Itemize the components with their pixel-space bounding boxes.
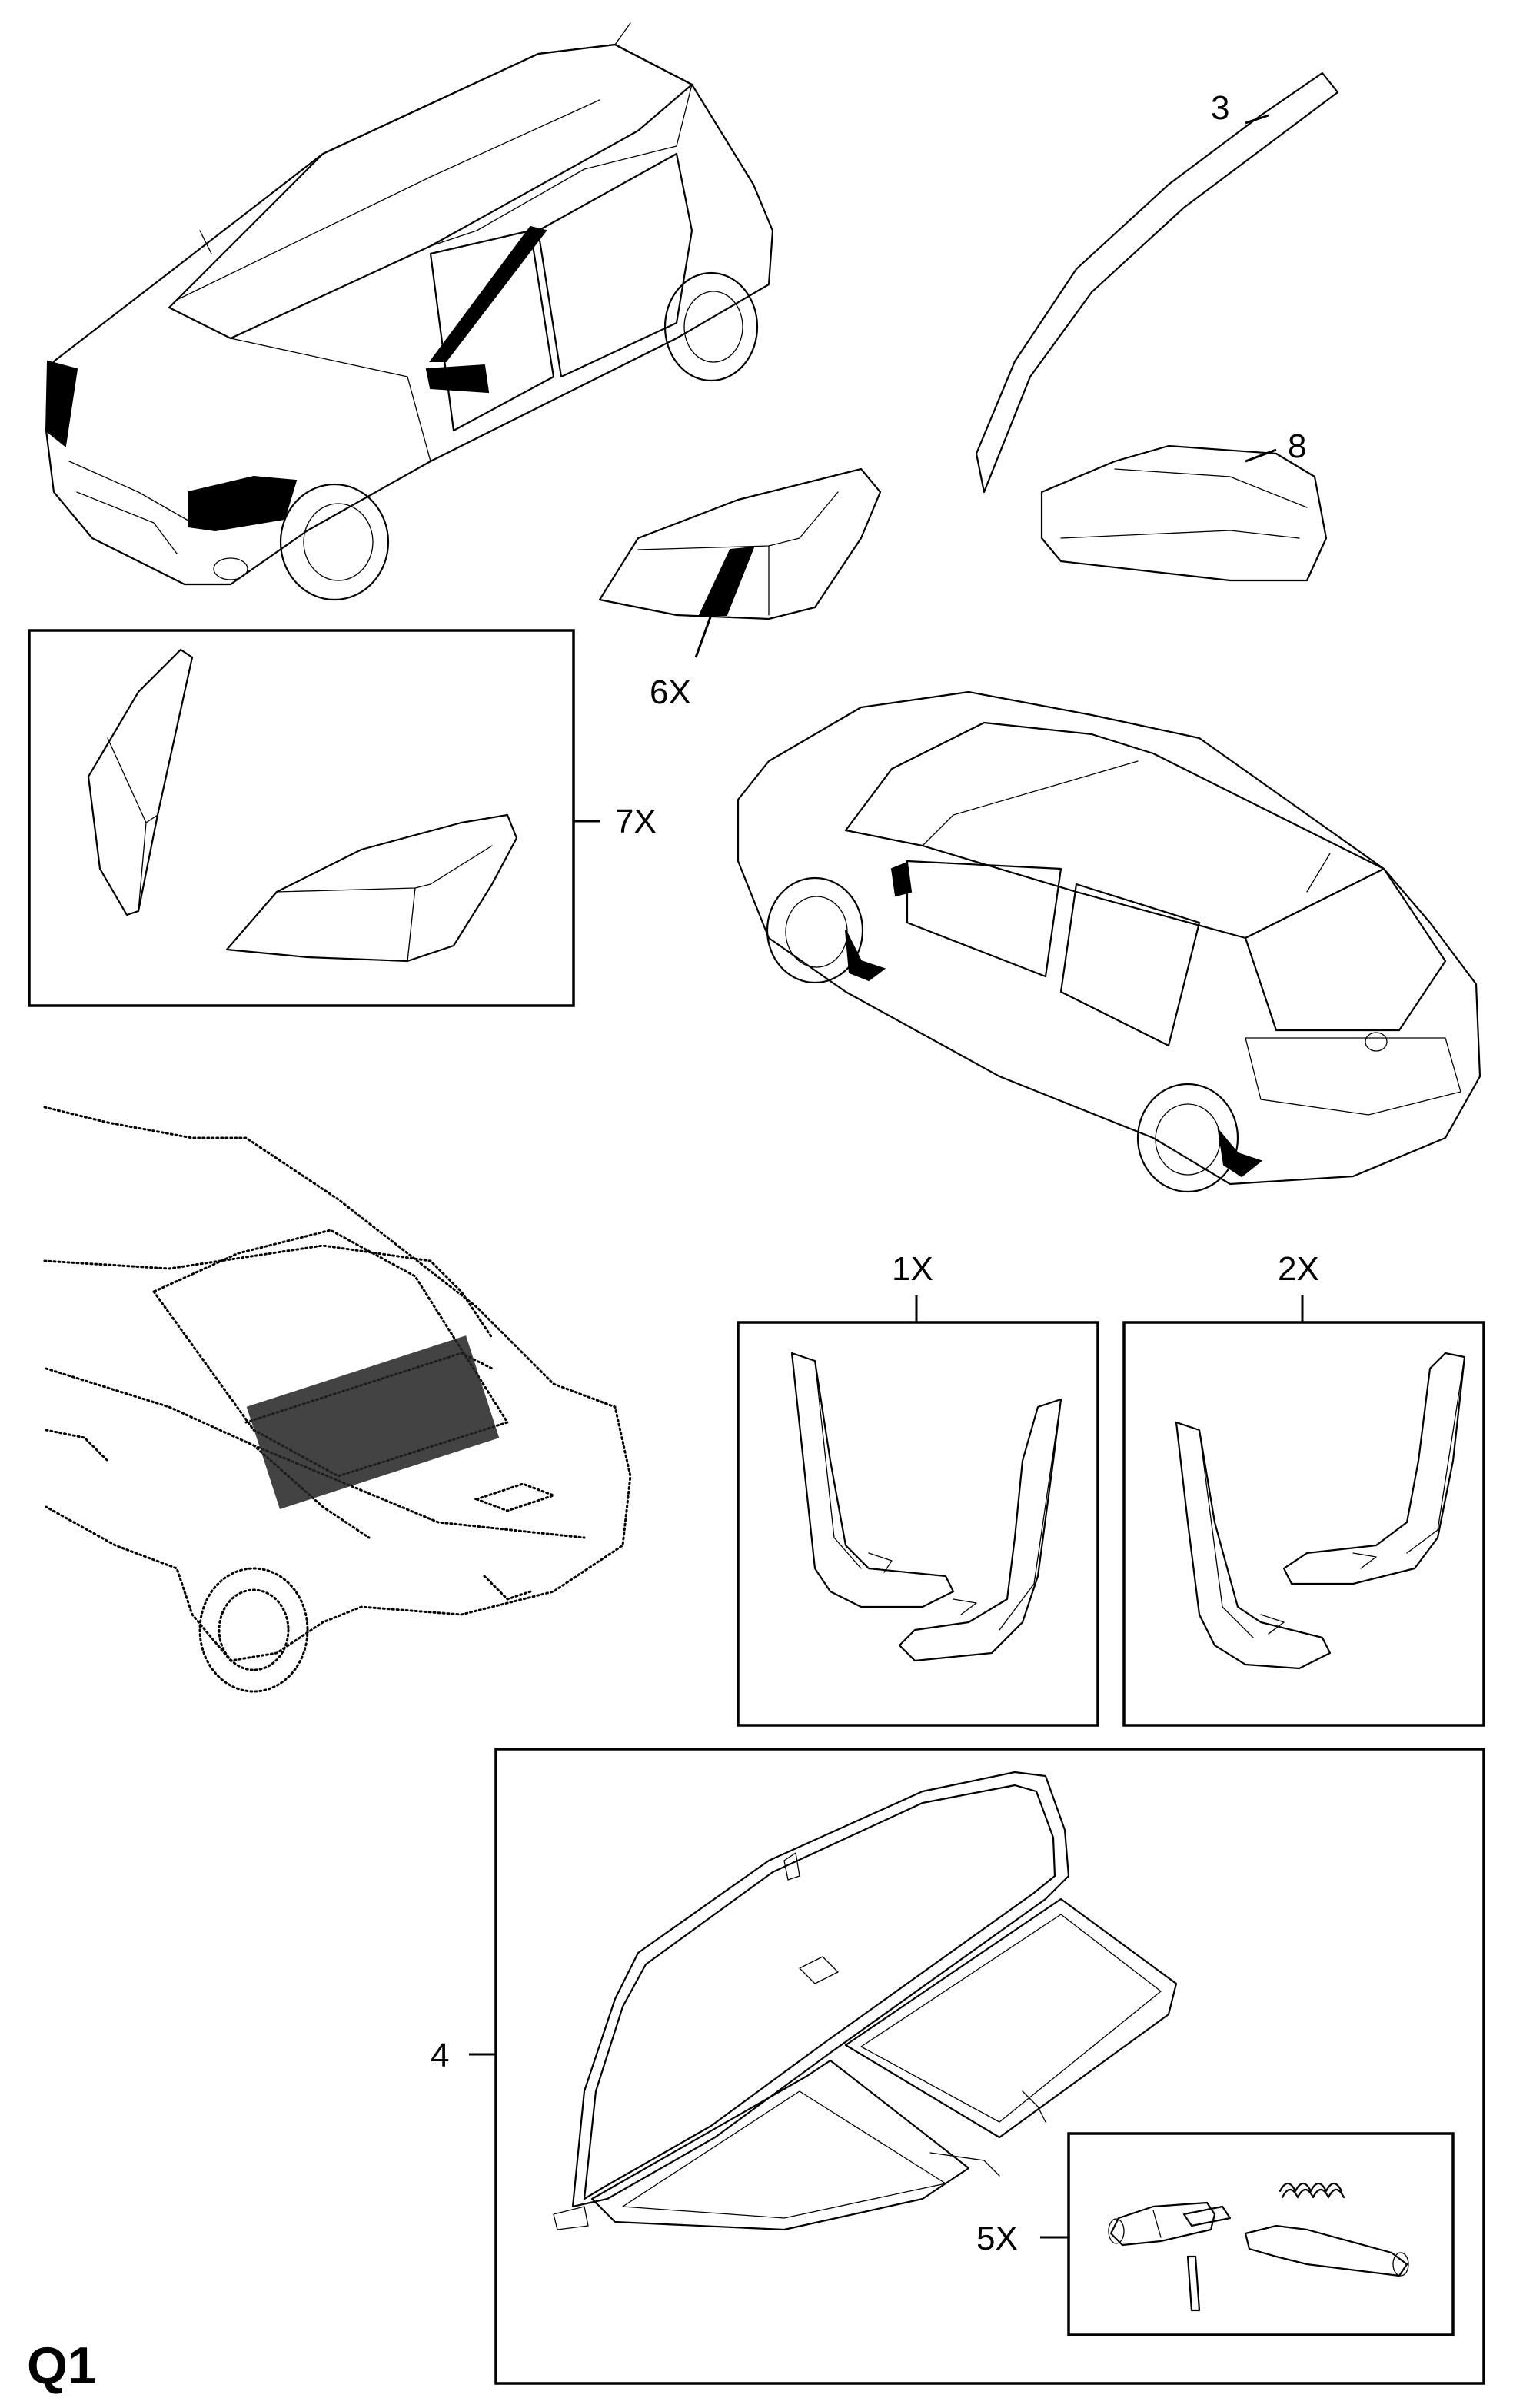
callout-7x: 7X xyxy=(615,803,657,840)
part-3-strip xyxy=(975,72,1339,494)
callout-2x: 2X xyxy=(1278,1250,1319,1288)
convertible-car-illustration xyxy=(43,1106,632,1693)
callout-6x: 6X xyxy=(650,674,691,711)
part-7x-box xyxy=(28,629,575,1007)
callout-3: 3 xyxy=(1211,89,1229,127)
part-7x-lamp-covers xyxy=(87,648,518,963)
callout-5x: 5X xyxy=(976,2220,1018,2257)
part-4-box xyxy=(494,1748,1485,2385)
callout-4: 4 xyxy=(431,2037,449,2074)
rear-car-illustration xyxy=(737,690,1481,1193)
part-1x-mudflaps xyxy=(790,1352,1062,1662)
part-5x-box xyxy=(1067,2132,1455,2336)
callout-8: 8 xyxy=(1288,427,1306,465)
part-4-wind-deflector xyxy=(553,1771,1178,2231)
part-8-mirror-cover xyxy=(1040,444,1328,582)
front-car-illustration xyxy=(45,22,774,601)
callout-1x: 1X xyxy=(892,1250,933,1288)
part-2x-box xyxy=(1122,1321,1485,1727)
part-2x-mudflaps xyxy=(1175,1352,1466,1670)
part-5x-fixing-kit xyxy=(1108,2182,1409,2312)
diagram-code: Q1 xyxy=(27,2336,97,2395)
part-1x-box xyxy=(737,1321,1099,1727)
part-6x-headlamp xyxy=(598,467,882,658)
